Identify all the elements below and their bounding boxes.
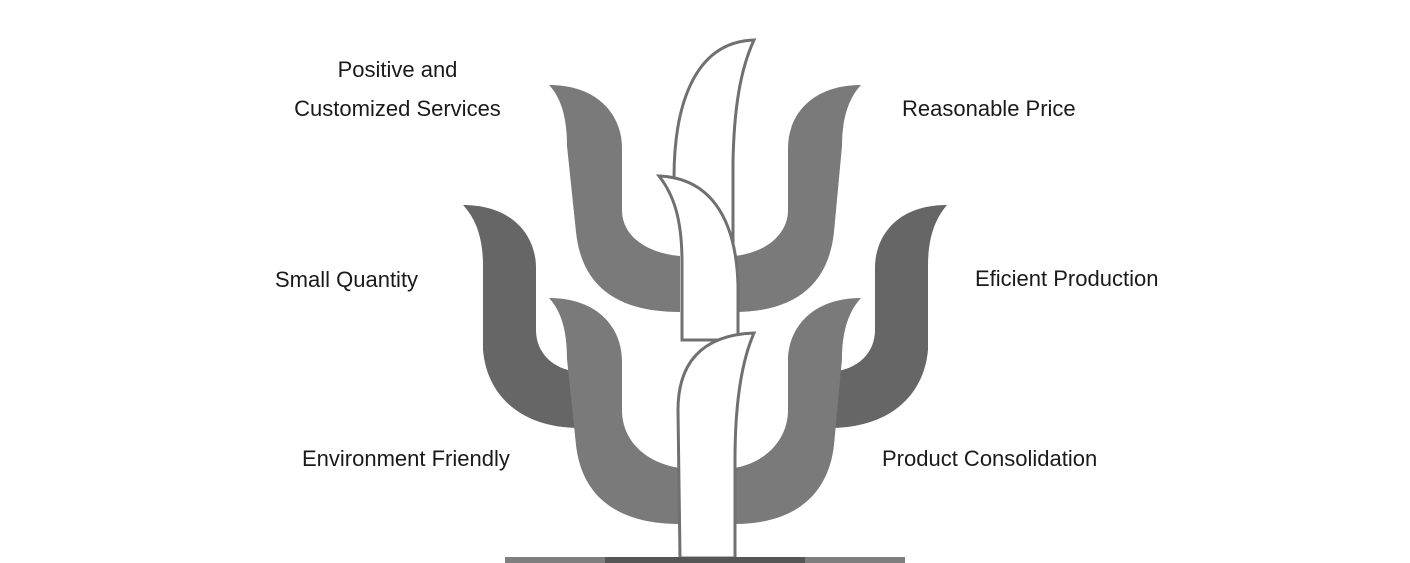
- label-efficient-production: Eficient Production: [975, 266, 1159, 291]
- ground-right: [805, 557, 905, 563]
- branch-small-quantity: [463, 205, 580, 428]
- stem-middle-leaf: [655, 174, 740, 342]
- label-positive-services-line1: Positive and: [337, 57, 458, 82]
- branch-positive-services: [549, 85, 680, 312]
- ground-center: [605, 557, 805, 563]
- branch-efficient-production: [830, 205, 947, 428]
- branch-reasonable-price: [734, 85, 861, 312]
- label-reasonable-price: Reasonable Price: [902, 96, 1076, 121]
- stem-bottom-leaf: [676, 331, 757, 560]
- label-environment-friendly: Environment Friendly: [302, 446, 510, 471]
- label-product-consolidation: Product Consolidation: [882, 446, 1098, 471]
- label-positive-services: Positive and Customized Services: [270, 50, 525, 128]
- branch-product-consolidation: [734, 298, 861, 524]
- ground-left: [505, 557, 605, 563]
- label-small-quantity: Small Quantity: [275, 267, 419, 292]
- label-positive-services-line2: Customized Services: [294, 96, 501, 121]
- branch-environment-friendly: [549, 298, 680, 524]
